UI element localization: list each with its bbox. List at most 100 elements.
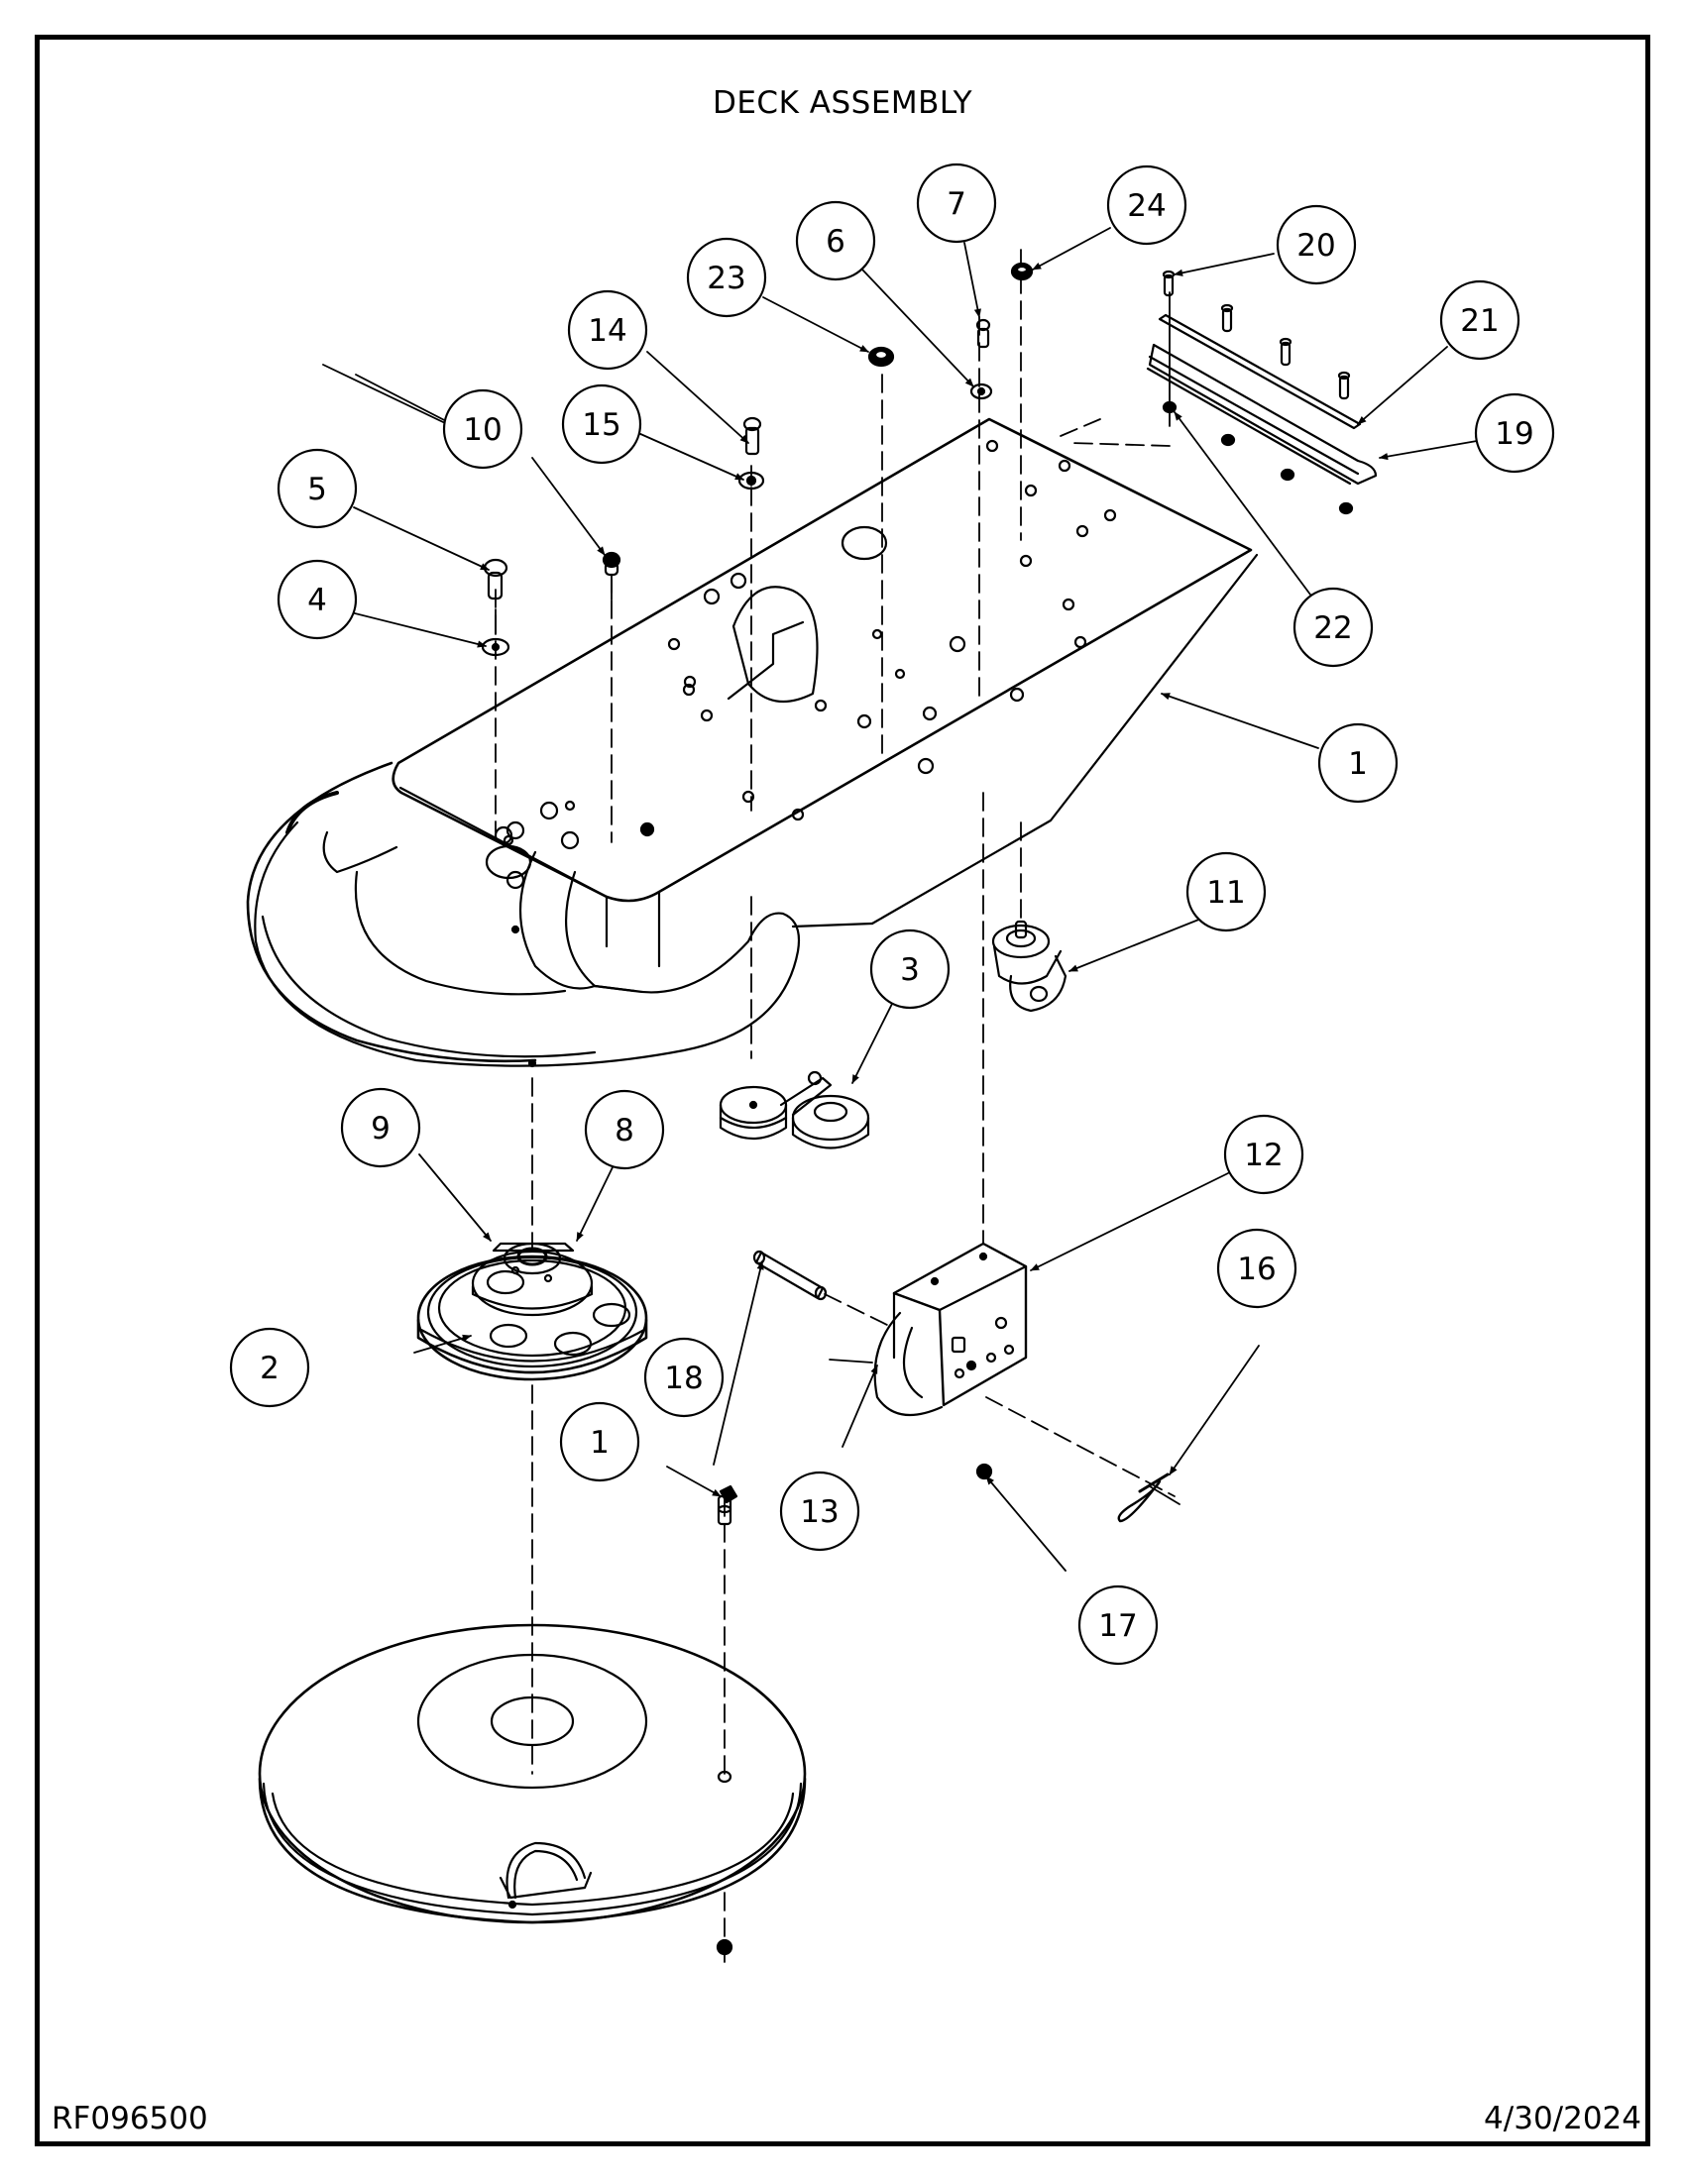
callout-circle bbox=[1106, 164, 1187, 246]
callout-number: 2 bbox=[260, 1351, 280, 1386]
part-number: RF096500 bbox=[52, 2101, 208, 2136]
callout-number: 1 bbox=[590, 1425, 610, 1461]
callout-number: 18 bbox=[664, 1361, 703, 1396]
washer-15 bbox=[737, 471, 765, 491]
callout-circle bbox=[686, 237, 767, 318]
callout-22: 22 bbox=[1292, 587, 1374, 668]
leader-lines bbox=[322, 227, 1478, 1572]
callout-18: 18 bbox=[643, 1337, 725, 1418]
callout-number: 13 bbox=[800, 1494, 839, 1530]
callout-circle bbox=[1276, 204, 1357, 285]
callout-number: 20 bbox=[1296, 228, 1335, 264]
callout-circle bbox=[869, 928, 951, 1010]
callout-4: 4 bbox=[277, 559, 358, 640]
revision-date: 4/30/2024 bbox=[1484, 2101, 1641, 2136]
grommet-23 bbox=[867, 346, 895, 368]
idler-pulley bbox=[719, 1070, 870, 1149]
callout-number: 16 bbox=[1237, 1252, 1276, 1287]
callout-circle bbox=[340, 1087, 421, 1168]
bumper-assembly bbox=[1146, 270, 1378, 515]
drawing-border bbox=[35, 35, 1650, 2146]
callout-circle bbox=[1474, 392, 1555, 474]
callout-7: 7 bbox=[916, 163, 997, 244]
callout-circle bbox=[277, 448, 358, 529]
deck-skirt bbox=[258, 1058, 807, 1956]
callout-number: 1 bbox=[1348, 746, 1368, 782]
callout-circle bbox=[795, 200, 876, 281]
hitch-pin-clip bbox=[1117, 1473, 1180, 1523]
callout-circle bbox=[1223, 1114, 1304, 1195]
callout-14: 14 bbox=[567, 289, 648, 371]
callout-21: 21 bbox=[1439, 279, 1520, 361]
callout-number: 22 bbox=[1313, 610, 1352, 646]
callout-circle bbox=[1216, 1228, 1297, 1309]
callout-11: 11 bbox=[1185, 851, 1267, 932]
callout-circle bbox=[1439, 279, 1520, 361]
callout-1-fitting: 1 bbox=[559, 1401, 640, 1482]
drawing-title: DECK ASSEMBLY bbox=[712, 85, 973, 121]
callout-number: 3 bbox=[900, 952, 920, 988]
callout-number: 19 bbox=[1495, 416, 1533, 452]
deck-housing bbox=[246, 417, 1259, 1067]
callout-circle bbox=[916, 163, 997, 244]
callout-number: 9 bbox=[371, 1111, 391, 1147]
callout-17: 17 bbox=[1077, 1584, 1159, 1666]
nut-17 bbox=[975, 1463, 993, 1480]
callout-5: 5 bbox=[277, 448, 358, 529]
callout-circle bbox=[1317, 722, 1399, 804]
callout-2: 2 bbox=[229, 1327, 310, 1408]
callout-number: 11 bbox=[1206, 875, 1245, 911]
callout-number: 12 bbox=[1244, 1138, 1283, 1173]
callout-number: 8 bbox=[615, 1113, 634, 1148]
callout-circle bbox=[584, 1089, 665, 1170]
nut-24 bbox=[1010, 262, 1034, 281]
callout-9: 9 bbox=[340, 1087, 421, 1168]
callout-circle bbox=[643, 1337, 725, 1418]
callout-3: 3 bbox=[869, 928, 951, 1010]
callout-circle bbox=[277, 559, 358, 640]
callout-number: 17 bbox=[1098, 1608, 1137, 1644]
callout-13: 13 bbox=[779, 1471, 860, 1552]
callout-circle bbox=[1292, 587, 1374, 668]
axle-pin bbox=[752, 1250, 828, 1301]
callout-23: 23 bbox=[686, 237, 767, 318]
nut-10 bbox=[602, 551, 621, 577]
assembly-axis-lines bbox=[495, 249, 1176, 1968]
callout-24: 24 bbox=[1106, 164, 1187, 246]
callout-number: 4 bbox=[307, 583, 327, 618]
callout-circle bbox=[229, 1327, 310, 1408]
callout-20: 20 bbox=[1276, 204, 1357, 285]
callout-8: 8 bbox=[584, 1089, 665, 1170]
callout-19: 19 bbox=[1474, 392, 1555, 474]
callout-number: 5 bbox=[307, 472, 327, 507]
callout-1-deck: 1 bbox=[1317, 722, 1399, 804]
callout-circle bbox=[561, 383, 642, 465]
callout-6: 6 bbox=[795, 200, 876, 281]
callout-number: 23 bbox=[707, 261, 745, 296]
callout-16: 16 bbox=[1216, 1228, 1297, 1309]
drive-pulley bbox=[416, 1242, 648, 1381]
bolt-14 bbox=[742, 416, 762, 456]
callout-number: 7 bbox=[947, 186, 966, 222]
callout-circle bbox=[442, 388, 523, 470]
bolt-7 bbox=[975, 318, 991, 349]
callout-number: 21 bbox=[1460, 303, 1499, 339]
callout-circle bbox=[779, 1471, 860, 1552]
callout-number: 24 bbox=[1127, 188, 1166, 224]
callout-12: 12 bbox=[1223, 1114, 1304, 1195]
callout-circle bbox=[1077, 1584, 1159, 1666]
callout-10: 10 bbox=[442, 388, 523, 470]
callout-circle bbox=[1185, 851, 1267, 932]
callout-number: 15 bbox=[582, 407, 620, 443]
callout-circle bbox=[559, 1401, 640, 1482]
swivel-caster bbox=[991, 920, 1067, 1013]
callout-number: 10 bbox=[463, 412, 502, 448]
callout-circle bbox=[567, 289, 648, 371]
callout-number: 14 bbox=[588, 313, 626, 349]
wheel-bracket-assembly bbox=[873, 1242, 1028, 1417]
callout-15: 15 bbox=[561, 383, 642, 465]
washer-6 bbox=[969, 382, 993, 400]
